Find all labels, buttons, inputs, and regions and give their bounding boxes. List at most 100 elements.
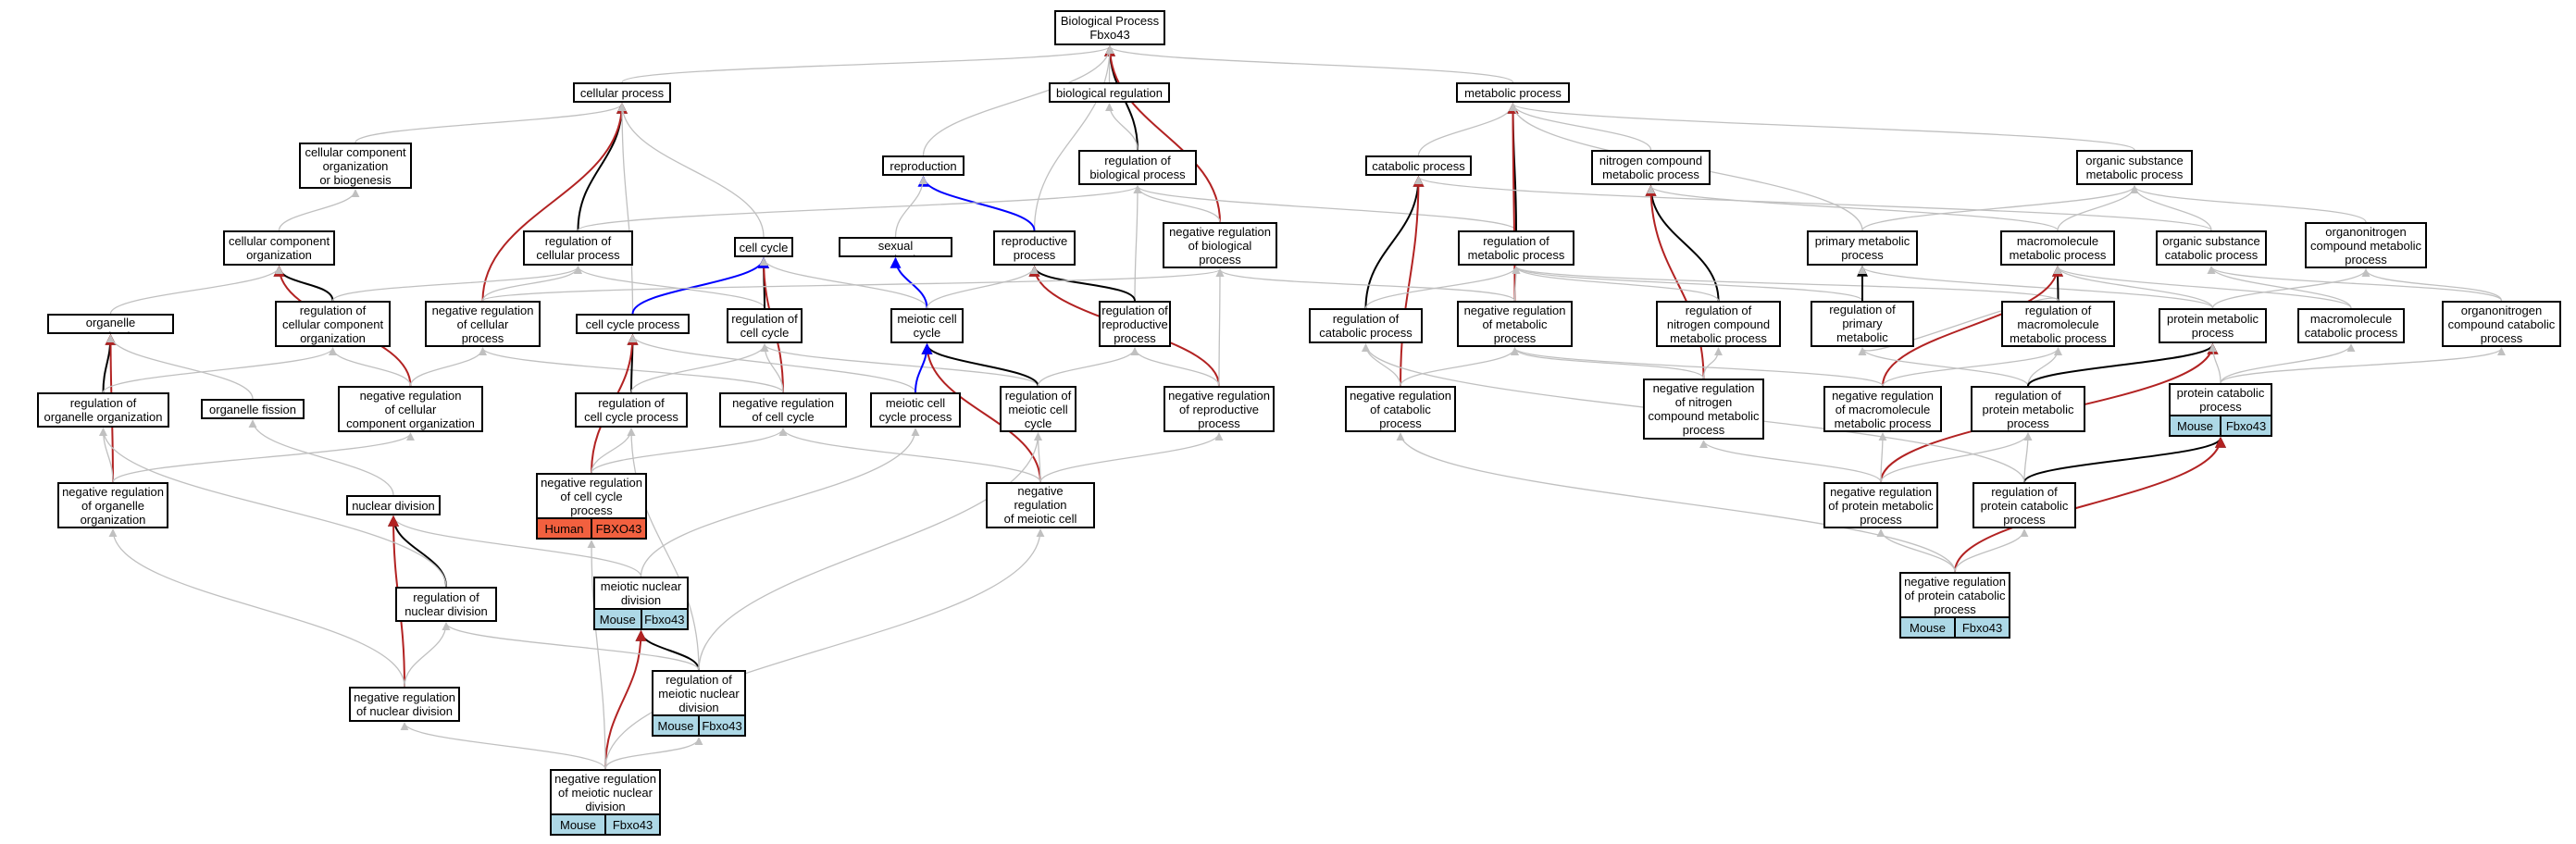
node-regprotcat[interactable]: regulation of protein catabolic process: [1972, 482, 2076, 528]
node-negregcco[interactable]: negative regulation of cellular componen…: [338, 386, 483, 432]
node-catab[interactable]: catabolic process: [1365, 155, 1472, 176]
node-negregmeioticnucdiv[interactable]: negative regulation of meiotic nuclear d…: [550, 769, 661, 836]
edge-negregmeioticcc-to-negregrepro: [1039, 432, 1224, 483]
node-cellcycle[interactable]: cell cycle: [734, 237, 793, 257]
node-primmet[interactable]: primary metabolic process: [1807, 230, 1918, 266]
node-label: negative regulation of meiotic cell cycl…: [1003, 484, 1077, 527]
node-regnucdiv[interactable]: regulation of nuclear division: [395, 587, 497, 622]
edge-negregprotcat-to-protcat: [1954, 436, 2226, 573]
node-regcell[interactable]: regulation of cellular process: [523, 230, 633, 266]
edge-regprot-to-protmet: [2027, 342, 2219, 387]
node-regccp[interactable]: regulation of cell cycle process: [575, 392, 688, 428]
edge-meioticnucdiv-to-meioticccp: [640, 428, 920, 577]
node-negregcc[interactable]: negative regulation of cell cycle: [719, 392, 847, 428]
node-orgsubcat[interactable]: organic substance catabolic process: [2156, 230, 2267, 266]
node-label: protein metabolic process: [2167, 312, 2259, 340]
node-negregbio[interactable]: negative regulation of biological proces…: [1163, 222, 1277, 268]
edge-regmacro-to-regprim: [1858, 297, 2060, 356]
node-label: meiotic cell cycle process: [878, 396, 952, 424]
node-regcatab[interactable]: regulation of catabolic process: [1309, 308, 1423, 343]
node-metab[interactable]: metabolic process: [1456, 82, 1570, 103]
node-label: negative regulation of meiotic nuclear d…: [554, 771, 656, 813]
node-macromet[interactable]: macromolecule metabolic process: [2000, 230, 2115, 266]
node-meioticccp[interactable]: meiotic cell cycle process: [870, 392, 961, 428]
edge-reproproc-to-repro: [917, 175, 1036, 231]
node-negregnitro[interactable]: negative regulation of nitrogen compound…: [1643, 379, 1764, 440]
node-negregorg[interactable]: negative regulation of organelle organiz…: [57, 482, 168, 528]
edge-regmeioticnucdiv-to-regnucdiv: [442, 622, 700, 671]
node-regbio[interactable]: regulation of biological process: [1078, 150, 1197, 185]
node-cco[interactable]: cellular component organization: [223, 230, 335, 266]
node-negregprotcat[interactable]: negative regulation of protein catabolic…: [1899, 572, 2010, 639]
gene-tag: Fbxo43: [2220, 416, 2271, 435]
edge-protcat-to-orgnitrocat: [2220, 347, 2506, 384]
node-orgsub[interactable]: organic substance metabolic process: [2076, 150, 2193, 185]
node-protmet[interactable]: protein metabolic process: [2159, 308, 2267, 343]
edge-negregmeioticnucdiv-to-negregmeioticcc: [604, 528, 1045, 770]
edge-sexrepro-to-repro: [894, 176, 928, 238]
node-label: regulation of protein metabolic process: [1982, 388, 2074, 430]
node-sexrepro[interactable]: sexual reproduction: [839, 237, 952, 257]
node-orgfission[interactable]: organelle fission: [201, 399, 305, 419]
edge-regcell-to-cellproc: [577, 102, 628, 231]
node-negregmeioticcc[interactable]: negative regulation of meiotic cell cycl…: [986, 482, 1095, 528]
edge-regnucdiv-to-regorg: [98, 428, 447, 588]
node-orgnitrocat[interactable]: organonitrogen compound catabolic proces…: [2442, 301, 2561, 347]
node-nucdiv[interactable]: nuclear division: [346, 495, 441, 515]
node-regmacro[interactable]: regulation of macromolecule metabolic pr…: [2001, 301, 2115, 347]
edge-negregprot-to-regprot: [1880, 432, 2033, 483]
node-negregrepro[interactable]: negative regulation of reproductive proc…: [1164, 386, 1275, 432]
node-negregnucdiv[interactable]: negative regulation of nuclear division: [349, 687, 460, 722]
node-regrepro[interactable]: regulation of reproductive process: [1099, 301, 1171, 347]
edge-nitro-to-metab: [1509, 103, 1652, 151]
node-label: regulation of organelle organization: [44, 396, 163, 424]
edge-negregmetab-to-negregbio: [1215, 268, 1516, 302]
edge-protmet-to-orgnitro: [2211, 268, 2371, 309]
node-regprot[interactable]: regulation of protein metabolic process: [1971, 386, 2085, 432]
node-negregcatab[interactable]: negative regulation of catabolic process: [1345, 386, 1456, 432]
node-meiotic[interactable]: meiotic cell cycle: [890, 308, 964, 343]
node-negregcell[interactable]: negative regulation of cellular process: [425, 301, 541, 347]
edge-cellproc-to-bp: [621, 45, 1114, 83]
node-reproproc[interactable]: reproductive process: [993, 230, 1076, 266]
gene-tag: FBXO43: [591, 519, 645, 538]
edge-orgnitro-to-orgsub: [2130, 185, 2367, 223]
node-bioreg[interactable]: biological regulation: [1049, 82, 1170, 103]
node-label: meiotic cell cycle: [897, 312, 957, 340]
node-nitro[interactable]: nitrogen compound metabolic process: [1591, 150, 1711, 185]
node-regmeioticcc[interactable]: regulation of meiotic cell cycle: [1000, 386, 1076, 432]
node-cellproc[interactable]: cellular process: [573, 82, 671, 103]
node-bp[interactable]: Biological Process Fbxo43: [1054, 10, 1165, 45]
edge-meioticnucdiv-to-nucdiv: [389, 515, 642, 577]
node-label: cellular component organization or bioge…: [305, 144, 406, 187]
edge-cco-to-ccob: [278, 189, 360, 231]
node-organelle[interactable]: organelle organization: [47, 314, 174, 334]
edge-orgnitrocat-to-orgsubcat: [2207, 266, 2503, 302]
node-regcc[interactable]: regulation of cell cycle: [727, 308, 803, 343]
edge-orgnitrocat-to-orgnitro: [2361, 268, 2503, 302]
node-regnitro[interactable]: regulation of nitrogen compound metaboli…: [1656, 301, 1781, 347]
node-label: regulation of meiotic nuclear division: [658, 672, 740, 714]
node-negregmacro[interactable]: negative regulation of macromolecule met…: [1823, 386, 1942, 432]
node-negregprot[interactable]: negative regulation of protein metabolic…: [1823, 482, 1938, 528]
node-orgnitro[interactable]: organonitrogen compound metabolic proces…: [2305, 222, 2427, 268]
node-label: nuclear division: [352, 498, 435, 513]
node-regorg[interactable]: regulation of organelle organization: [37, 392, 169, 428]
node-label: negative regulation of metabolic process: [1463, 303, 1566, 345]
node-regmetab[interactable]: regulation of metabolic process: [1458, 230, 1574, 266]
node-regcco[interactable]: regulation of cellular component organiz…: [275, 301, 391, 347]
node-label: negative regulation of nuclear division: [354, 690, 455, 718]
node-negregccp[interactable]: negative regulation of cell cycle proces…: [536, 473, 647, 540]
node-regprim[interactable]: regulation of primary metabolic process: [1811, 301, 1914, 347]
node-repro[interactable]: reproduction: [882, 155, 964, 176]
node-negregmetab[interactable]: negative regulation of metabolic process: [1457, 301, 1573, 347]
node-ccp[interactable]: cell cycle process: [576, 314, 690, 334]
node-ccob[interactable]: cellular component organization or bioge…: [299, 143, 412, 189]
node-macrocat[interactable]: macromolecule catabolic process: [2297, 308, 2405, 343]
